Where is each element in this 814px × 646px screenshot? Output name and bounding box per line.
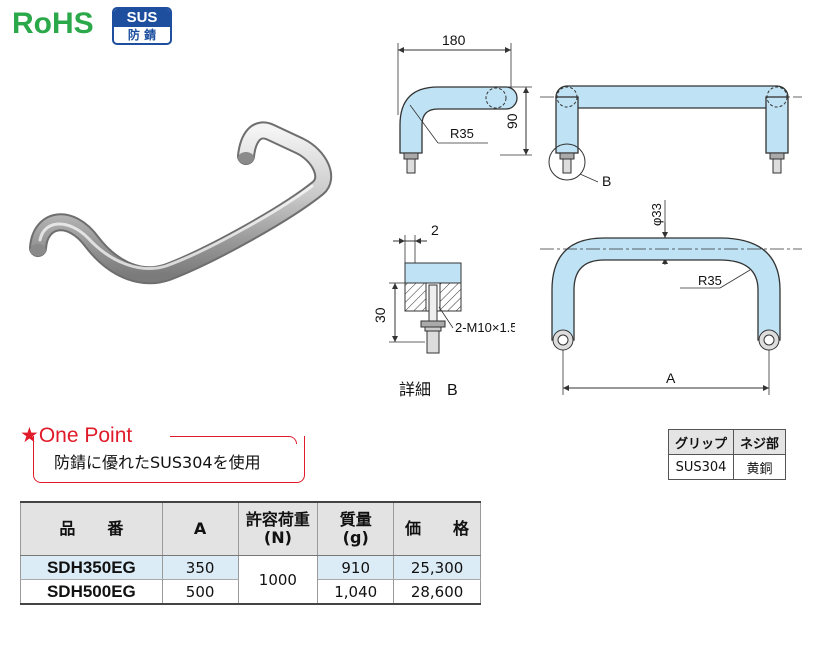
detail-b-title: 詳細 B bbox=[399, 381, 458, 399]
rustproof-badge-label: 防 錆 bbox=[127, 28, 157, 42]
detail-b-drawing: 2 30 2-M10×1.5 詳細 B bbox=[372, 222, 515, 399]
one-point-title: ★One Point bbox=[20, 424, 133, 447]
radius-front-label: R35 bbox=[698, 273, 722, 288]
top-view-drawing: φ33 R35 A bbox=[540, 200, 802, 395]
spec-header-row: 品 番 A 許容荷重 (N) 質量 (g) 価 格 bbox=[20, 501, 481, 556]
part-number: SDH350EG bbox=[20, 555, 163, 580]
product-photo bbox=[29, 121, 333, 285]
header-mass-label: 質量 bbox=[339, 510, 372, 529]
material-header-thread: ネジ部 bbox=[733, 429, 787, 455]
table-row: SDH350EG 350 1000 910 25,300 bbox=[20, 555, 481, 605]
part-number: SDH500EG bbox=[20, 579, 163, 605]
header-price: 価 格 bbox=[393, 501, 481, 556]
price: 28,600 bbox=[393, 579, 481, 605]
header-mass: 質量 (g) bbox=[317, 501, 395, 556]
dimension-a: 350 bbox=[161, 555, 239, 580]
material-header-grip: グリップ bbox=[667, 429, 735, 455]
radius-top-label: R35 bbox=[450, 126, 474, 141]
rohs-logo: RoHS bbox=[12, 7, 94, 40]
material-table: グリップ ネジ部 SUS304 黄銅 bbox=[667, 429, 787, 480]
dim-a-label: A bbox=[666, 370, 676, 386]
table-row: SDH500EG 500 1,040 28,600 bbox=[20, 579, 481, 605]
mass: 1,040 bbox=[317, 579, 395, 605]
header-load-label: 許容荷重 bbox=[245, 510, 310, 529]
detail-gap-label: 2 bbox=[431, 222, 439, 238]
diameter-label: φ33 bbox=[649, 203, 664, 226]
dim-width-label: 180 bbox=[442, 32, 466, 48]
price: 25,300 bbox=[393, 555, 481, 580]
header-mass-unit: (g) bbox=[342, 528, 369, 547]
one-point-frame bbox=[33, 436, 305, 483]
one-point-frame-top bbox=[170, 436, 297, 444]
side-view-drawing: 180 90 R35 bbox=[397, 32, 532, 174]
spec-table: 品 番 A 許容荷重 (N) 質量 (g) 価 格 SDH350EG 350 1… bbox=[20, 501, 481, 605]
allowable-load: 1000 bbox=[237, 555, 319, 605]
mass: 910 bbox=[317, 555, 395, 580]
material-thread: 黄銅 bbox=[733, 454, 787, 480]
header-load-unit: (N) bbox=[263, 528, 292, 547]
dim-height-label: 90 bbox=[504, 113, 520, 129]
one-point-text: 防錆に優れたSUS304を使用 bbox=[54, 453, 261, 472]
header-allowable-load: 許容荷重 (N) bbox=[237, 501, 319, 556]
sus-badge-label: SUS bbox=[114, 9, 170, 27]
header-a: A bbox=[161, 501, 239, 556]
detail-callout-label: B bbox=[602, 173, 611, 189]
detail-height-label: 30 bbox=[372, 307, 388, 323]
header-part-number: 品 番 bbox=[20, 501, 163, 556]
thread-label: 2-M10×1.5 bbox=[455, 320, 515, 335]
dimension-a: 500 bbox=[161, 579, 239, 605]
sus-rustproof-badge: SUS 防 錆 bbox=[112, 7, 172, 45]
front-view-drawing: B bbox=[540, 85, 802, 189]
material-grip: SUS304 bbox=[667, 454, 735, 480]
